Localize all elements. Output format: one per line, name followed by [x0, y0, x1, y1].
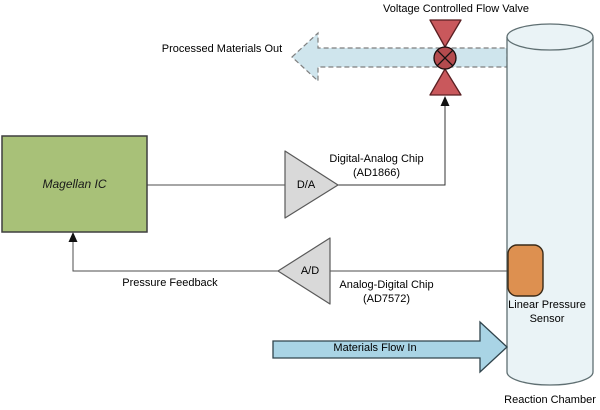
materials-in-arrow [272, 320, 508, 374]
da-chip-label: Digital-Analog Chip (AD1866) [329, 153, 424, 179]
valve-title-label: Voltage Controlled Flow Valve [383, 3, 529, 15]
magellan-ic-label: Magellan IC [42, 177, 107, 191]
pressure-sensor-label: Linear Pressure Sensor [508, 299, 586, 325]
reaction-chamber-top-rim [506, 23, 594, 51]
da-to-valve-arrowhead-icon [440, 96, 450, 106]
ad-converter-triangle [277, 237, 331, 305]
da-converter-label: D/A [296, 179, 316, 191]
pressure-sensor-body [507, 244, 544, 297]
da-converter-triangle [284, 150, 339, 219]
valve-x-stroke-2 [436, 49, 454, 67]
feedback-arrowhead-icon [68, 232, 78, 242]
reaction-chamber-body [506, 37, 594, 386]
materials-in-label: Materials Flow In [333, 342, 417, 354]
valve-bottom-triangle-icon [429, 68, 462, 96]
ad-chip-label: Analog-Digital Chip (AD7572) [339, 279, 434, 305]
pressure-feedback-label: Pressure Feedback [122, 277, 218, 289]
magellan-ic-box [1, 135, 148, 233]
valve-top-triangle-icon [429, 19, 462, 48]
reaction-chamber-label: Reaction Chamber [504, 394, 596, 406]
ad-converter-label: A/D [300, 265, 320, 277]
pressure-feedback-wire [72, 240, 278, 272]
processed-out-label: Processed Materials Out [161, 43, 283, 55]
da-to-valve-wire [338, 104, 446, 186]
processed-out-flow-arrow [291, 31, 508, 83]
